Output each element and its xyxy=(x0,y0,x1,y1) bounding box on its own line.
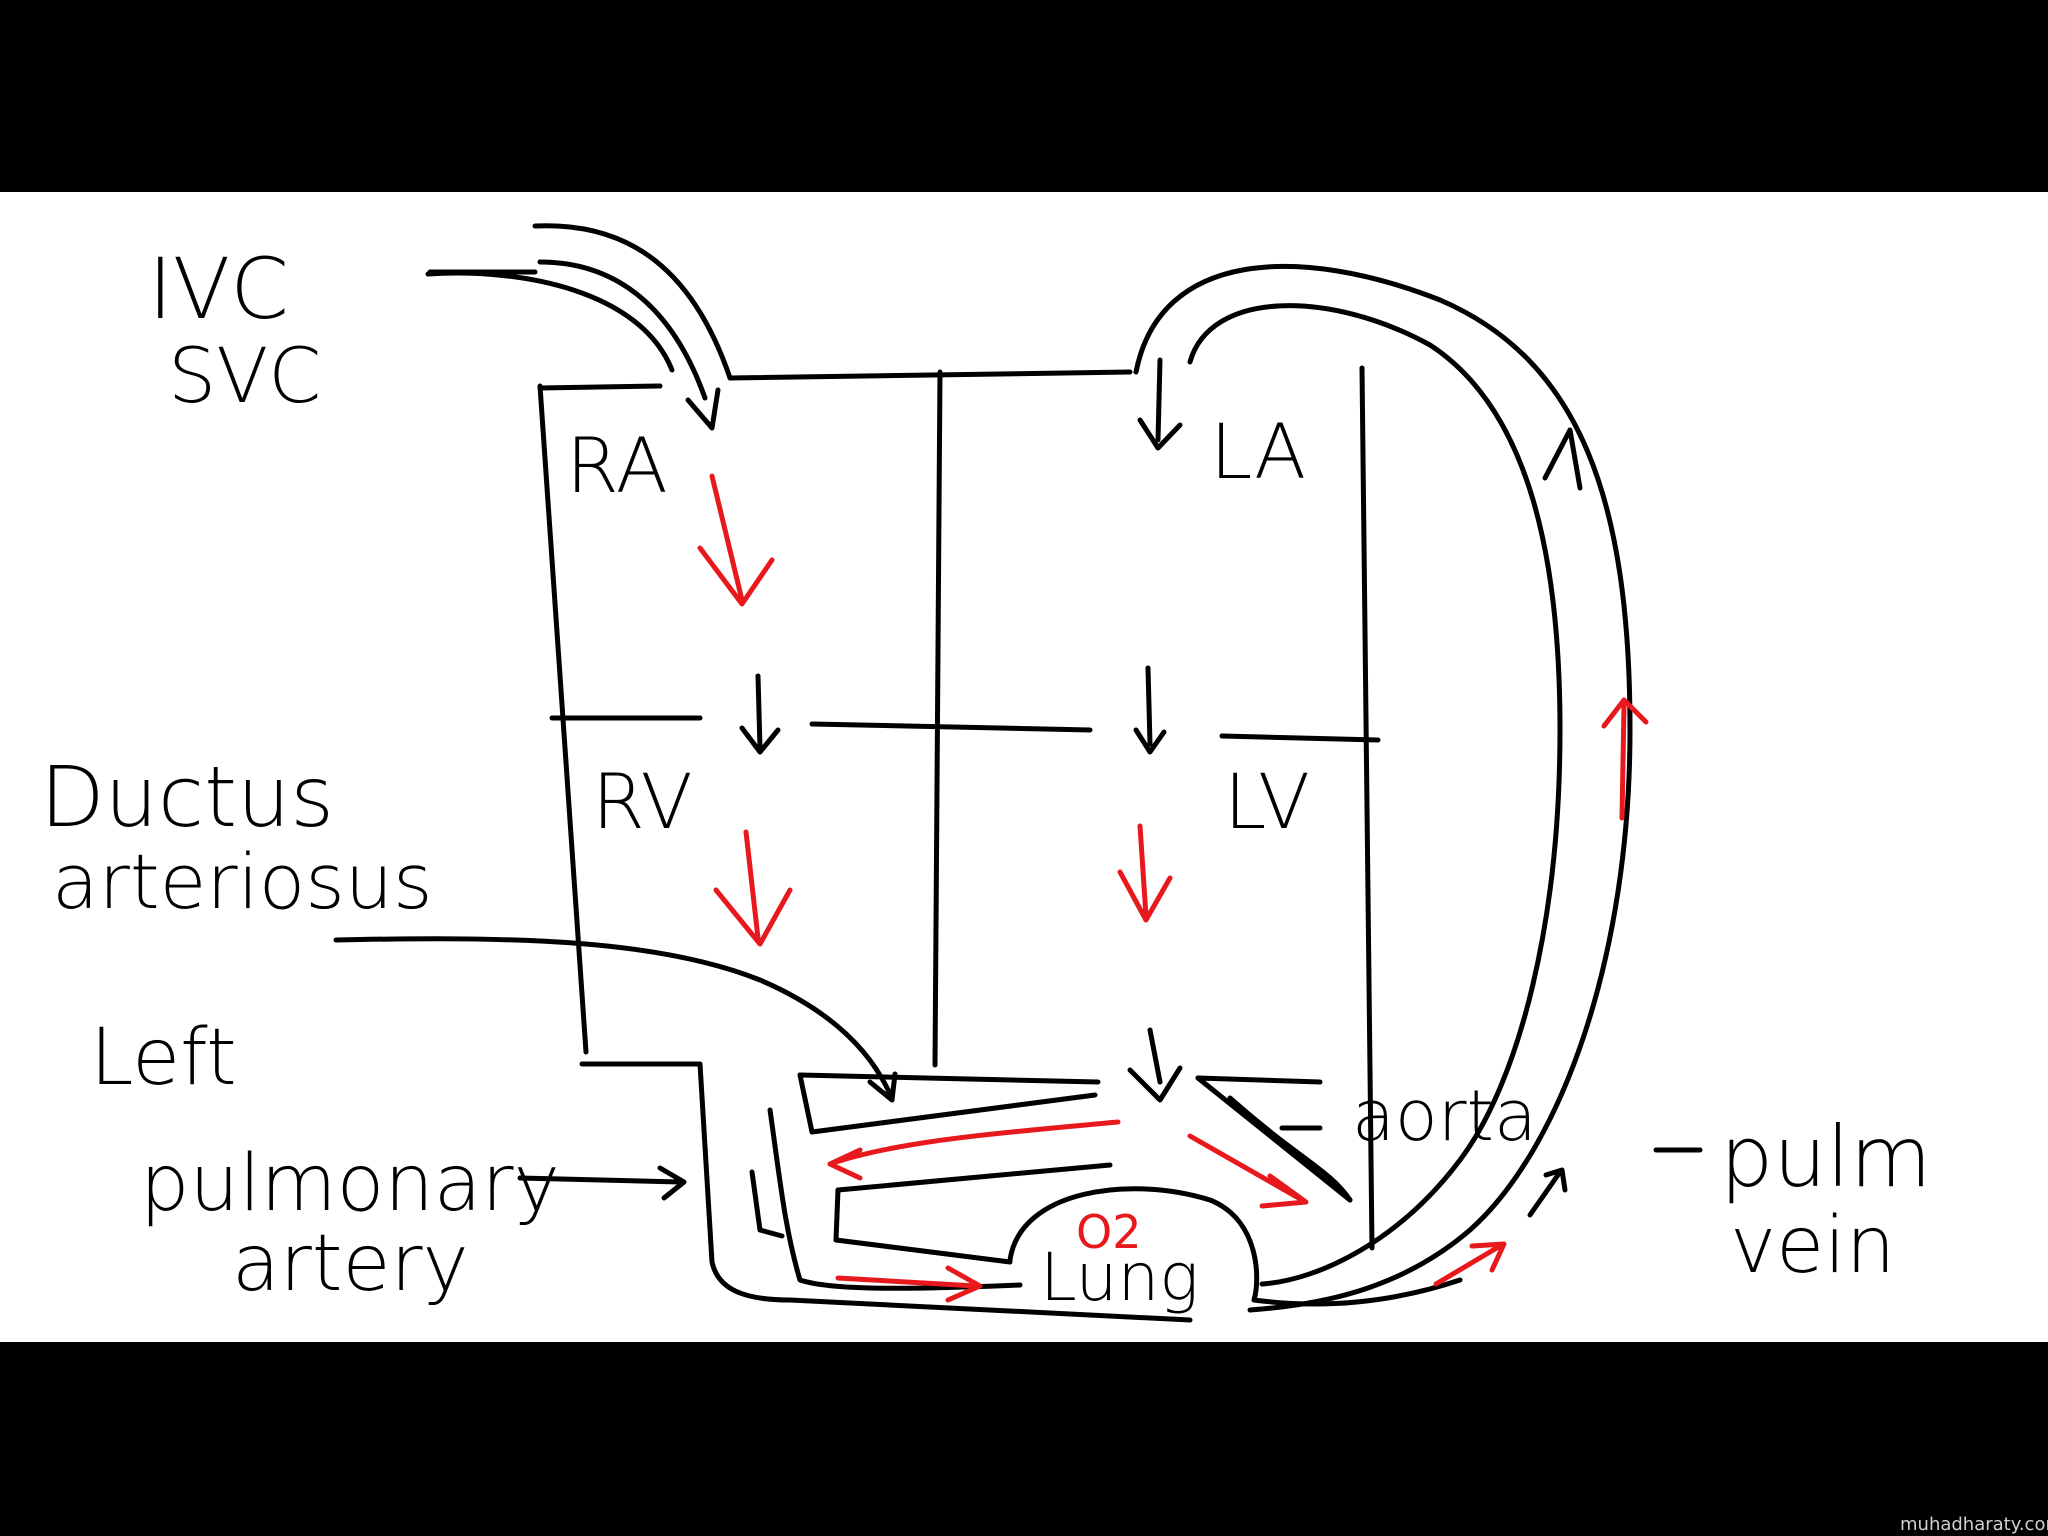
valve-flow-arrows xyxy=(739,665,1167,755)
lung-dome xyxy=(1007,1186,1260,1303)
label-ra: RA xyxy=(566,421,668,510)
aorta-wall-diagonal-1 xyxy=(1195,1075,1353,1203)
watermark: muhadharaty.com xyxy=(1900,1514,2048,1535)
top-letterbox xyxy=(0,0,2048,192)
text-labels: IVC SVC RA LA RV LV Ductus arteriosus Le… xyxy=(40,240,1932,1316)
label-lung: Lung xyxy=(1040,1239,1199,1316)
leader-lines xyxy=(333,269,898,1201)
label-vein: vein xyxy=(1730,1201,1895,1291)
pulm-vein-inner-wall xyxy=(1187,303,1563,1287)
label-pulmonary: pulmonary xyxy=(140,1139,560,1229)
label-lv: LV xyxy=(1224,757,1310,846)
label-ivc: IVC xyxy=(148,240,289,338)
lung-inflow-flow-arrow xyxy=(835,1265,983,1303)
rv-outflow-floor xyxy=(579,1061,1193,1323)
pa-outflow-arrow xyxy=(749,1169,785,1239)
tricuspid-arrow xyxy=(739,673,781,755)
ra-entry-arrowhead xyxy=(685,387,721,431)
label-la: LA xyxy=(1210,407,1306,496)
pulm-vein-lower-arrow xyxy=(1527,1167,1568,1218)
heart-septum xyxy=(932,369,943,1068)
blood-flow-arrows xyxy=(697,473,1649,1303)
pulmonary-artery-leader xyxy=(517,1165,687,1201)
great-vessels xyxy=(579,1027,1703,1323)
la-entry-arrow xyxy=(1137,357,1183,451)
label-artery: artery xyxy=(232,1219,469,1309)
pulm-vein-flow-arrow-upper xyxy=(1601,697,1649,821)
label-svc: SVC xyxy=(168,331,321,420)
pa-lower-branch xyxy=(833,1187,1013,1265)
ductus-upper-wall xyxy=(797,1072,1101,1085)
ductus-left-cap xyxy=(797,1072,815,1135)
label-left: Left xyxy=(90,1013,237,1103)
drawing-canvas xyxy=(0,192,2048,1342)
pulm-vein-flow-arrow-lower xyxy=(1433,1241,1507,1287)
lv-outflow-arrow xyxy=(1127,1027,1183,1103)
vena-cava-middle xyxy=(537,259,708,401)
lung-base xyxy=(1251,1277,1463,1307)
label-o2: O2 xyxy=(1076,1205,1141,1259)
ductus-flow-arrow xyxy=(827,1119,1121,1181)
heart-top-border-left xyxy=(537,383,663,391)
aorta-flow-arrow xyxy=(1187,1133,1309,1209)
pa-inner-wall xyxy=(767,1107,1023,1291)
av-valve-line-left xyxy=(1219,733,1381,743)
vena-cava-outer xyxy=(532,223,733,381)
label-arteriosus: arteriosus xyxy=(52,837,433,926)
label-aorta: aorta xyxy=(1352,1075,1537,1157)
bottom-letterbox xyxy=(0,1342,2048,1536)
label-pulm: pulm xyxy=(1720,1108,1932,1206)
ductus-upper-wall-2 xyxy=(809,1092,1098,1135)
label-ductus: Ductus xyxy=(40,748,334,846)
mitral-arrow xyxy=(1133,665,1167,755)
pulm-vein-outer-wall xyxy=(1133,263,1633,1313)
ductus-leader xyxy=(333,936,898,1103)
aorta-wall-diagonal-2 xyxy=(1227,1095,1353,1203)
aorta-wall-upper xyxy=(1195,1075,1323,1085)
ra-to-rv-flow-arrow xyxy=(697,473,775,607)
heart-right-wall xyxy=(1359,365,1373,1073)
heart-top-border-right xyxy=(727,369,1133,381)
rv-outflow-flow-arrow xyxy=(713,829,793,947)
pulmonary-vein-inflow xyxy=(1133,263,1633,1313)
label-rv: RV xyxy=(592,757,693,846)
pulm-vein-upper-arrow xyxy=(1542,427,1583,491)
right-wall-vessel-bottom xyxy=(1367,1067,1375,1251)
ductus-lower-wall xyxy=(835,1162,1113,1193)
av-valve-line-mid xyxy=(809,721,1093,733)
lv-outflow-flow-arrow xyxy=(1117,823,1173,923)
